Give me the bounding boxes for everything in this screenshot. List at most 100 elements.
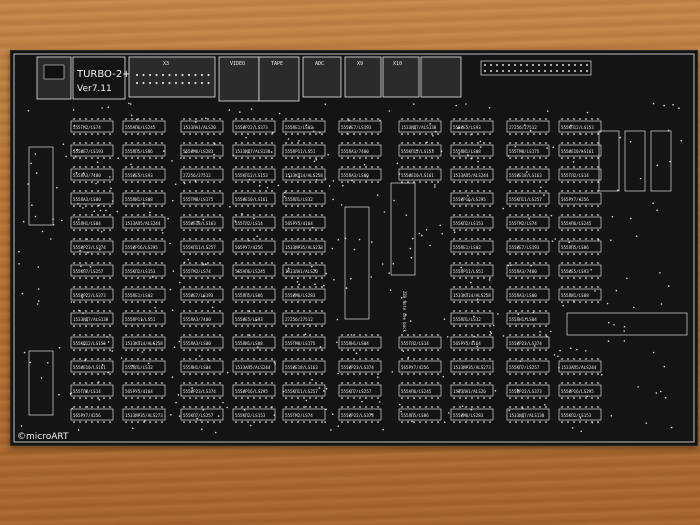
- ic-chip-label: 555ТМ8/LS175: [285, 341, 316, 346]
- ic-chip: 555TM2/LS74: [70, 118, 114, 135]
- ic-chip: 1533КП14/ALS258: [122, 334, 166, 351]
- ic-chip-label: 555ЛП5/LS86: [125, 149, 153, 154]
- ic-chip: 555ЛП5/LS86: [232, 286, 276, 303]
- ic-chip-label: 555КП7/LS257: [341, 389, 372, 394]
- ic-chip: 555ИР22/LS373: [70, 286, 114, 303]
- ic-chip: 555ЛА3/LS00: [338, 166, 382, 183]
- ic-chip: 565РУ5/4164: [122, 382, 166, 399]
- ic-chip-label: 555КП11/LS257: [509, 197, 542, 202]
- ic-chip-label: 1533ЛА1/ALS20: [453, 389, 486, 394]
- ic-chip: 555ЛЛ1/LS32: [282, 190, 326, 207]
- ic-chip-label: 555ИЕ5/LS93: [125, 173, 153, 178]
- ic-chip: 1533ИР35/ALS273: [282, 238, 326, 255]
- connector-x3: [128, 56, 216, 98]
- ic-chip: 555ЛН1/LS04: [506, 310, 550, 327]
- ic-chip-label: 555АП6/LS245: [235, 269, 266, 274]
- ic-chip-label: 555КП12/LS153: [401, 149, 434, 154]
- ic-chip: 1533ИД7/ALS138: [70, 310, 114, 327]
- power-jack-icon: [43, 64, 65, 80]
- ic-chip: 555ЛЛ1/LS32: [122, 358, 166, 375]
- ic-chip-label: 555ИР23/LS374: [341, 365, 374, 370]
- ic-chip-label: 565РУ7/4256: [73, 413, 101, 418]
- ic-chip: 555КП7/LS257: [180, 406, 224, 423]
- ic-chip: 555ЛИ1/LS08: [232, 334, 276, 351]
- ic-chip: 555ИЕ5/LS93: [558, 262, 602, 279]
- ic-chip: 555ИР16/LS295: [558, 382, 602, 399]
- ic-chip-label: 555ЛИ1/LS08: [561, 293, 589, 298]
- ic-chip: 555ИМ6/LS283: [282, 286, 326, 303]
- ic-chip: 555ИЕ5/LS93: [450, 118, 494, 135]
- ic-chip-label: 555ТМ8/LS175: [183, 197, 214, 202]
- ic-chip: 555КП2/LS153: [232, 406, 276, 423]
- ic-chip: 555ТЛ2/LS14: [70, 382, 114, 399]
- ic-chip-label: 1533ЛА1/ALS20: [183, 125, 216, 130]
- ic-chip-label: 555ЛА3/7400: [509, 269, 537, 274]
- ic-chip-label: 555ИЕ7/LS193: [509, 245, 540, 250]
- ic-chip-label: 555ИЕ10/LS161: [73, 365, 106, 370]
- ic-chip-label: 555ЛИ1/LS08: [453, 149, 481, 154]
- board-outline: [13, 53, 695, 443]
- ic-chip: 1533АП5/ALS244: [450, 166, 494, 183]
- ic-chip: 555ЛП5/LS86: [558, 238, 602, 255]
- ic-chip: 555ИЕ5/LS93: [122, 166, 166, 183]
- ic-chip-label: 555ЛП5/LS86: [561, 245, 589, 250]
- ic-chip-label: 555ЛР11/LS51: [125, 317, 156, 322]
- ic-chip: 1533ИД7/ALS138: [398, 118, 442, 135]
- ic-chip: 555ЛИ1/LS08: [122, 190, 166, 207]
- large-socket-lower-left: [28, 350, 54, 416]
- ic-chip-label: 555ИР23/LS374: [183, 389, 216, 394]
- expansion-header: [480, 60, 592, 76]
- ic-chip-label: 555КП12/LS153: [235, 173, 268, 178]
- ic-chip: 555АП6/LS245: [122, 118, 166, 135]
- large-socket-left: [28, 146, 54, 226]
- ic-chip-label: 555ИЕ18/LS163: [285, 365, 318, 370]
- ic-chip-label: 555ИР22/LS373: [341, 413, 374, 418]
- ic-chip-label: 565РУ7/4256: [561, 197, 589, 202]
- ic-chip: 555TM2/LS74: [506, 214, 550, 231]
- ic-chip-label: 555КП2/LS153: [561, 413, 592, 418]
- ic-chip-label: 1533ИД7/ALS138: [73, 317, 109, 322]
- ic-chip-label: 555ЛЛ1/LS32: [285, 197, 313, 202]
- ic-chip-label: 555ИЕ5/LS93: [453, 125, 481, 130]
- ic-chip-label: 555ЛЛ1/LS32: [453, 317, 481, 322]
- ic-chip-label: 555ИЕ5/LS93: [561, 269, 589, 274]
- ic-chip-label: 555ЛА3/7400: [341, 149, 369, 154]
- ic-chip: 555ЛА3/7400: [338, 142, 382, 159]
- ic-chip-label: 555КП12/LS153: [561, 125, 594, 130]
- ic-chip-label: 555ИМ6/LS283: [183, 149, 214, 154]
- video-jack-label: VIDEO: [230, 61, 245, 67]
- ic-chip: 555ИЕ5/LS93: [232, 310, 276, 327]
- ic-chip-label: 555ЛА3/LS00: [509, 293, 537, 298]
- ic-chip-label: 555АП6/LS245: [125, 125, 156, 130]
- ic-chip-label: 555ЛА3/7400: [73, 173, 101, 178]
- rom-socket: [390, 182, 416, 276]
- ic-chip-label: 555ИЕ18/LS163: [509, 173, 542, 178]
- ic-chip-label: 555TM2/LS74: [509, 221, 537, 226]
- connector-x10: [382, 56, 420, 98]
- ic-chip: 555КП11/LS257: [506, 190, 550, 207]
- ic-chip-label: 555ЛИ1/LS08: [125, 197, 153, 202]
- ic-chip: 555ЛЛ1/LS32: [450, 310, 494, 327]
- ic-chip: 555ИЕ7/LS193: [506, 238, 550, 255]
- ic-chip: 555КП7/LS257: [70, 262, 114, 279]
- microart-logo: ©microART: [17, 432, 69, 442]
- ic-chip-label: 555ТЛ2/LS14: [401, 341, 429, 346]
- ic-chip: 555ИР23/LS374: [180, 382, 224, 399]
- ic-chip: 555КП12/LS153: [558, 118, 602, 135]
- board-title: TURBO-2+: [76, 69, 131, 80]
- ic-chip: 555ИР16/LS295: [232, 382, 276, 399]
- ic-chip: 555КП7/LS257: [338, 382, 382, 399]
- ic-chip: 555ИР23/LS374: [70, 238, 114, 255]
- cpu-socket: [344, 206, 370, 320]
- ic-chip: 1533АП5/ALS244: [232, 358, 276, 375]
- ic-chip-label: 555ЛН1/LS04: [73, 221, 101, 226]
- ic-chip-label: 1533ЛА1/ALS20: [285, 269, 318, 274]
- ic-chip: 555ЛИ1/LS08: [450, 142, 494, 159]
- ic-chip: 555ИЕ18/LS163: [180, 214, 224, 231]
- connector-x9-label: X9: [357, 61, 363, 67]
- ic-chip: 555ЛР11/LS51: [122, 310, 166, 327]
- ic-chip: 1533ИД7/ALS138: [506, 406, 550, 423]
- ic-chip: 1533АП5/ALS244: [122, 214, 166, 231]
- ic-chip: 555ЛА3/7400: [180, 310, 224, 327]
